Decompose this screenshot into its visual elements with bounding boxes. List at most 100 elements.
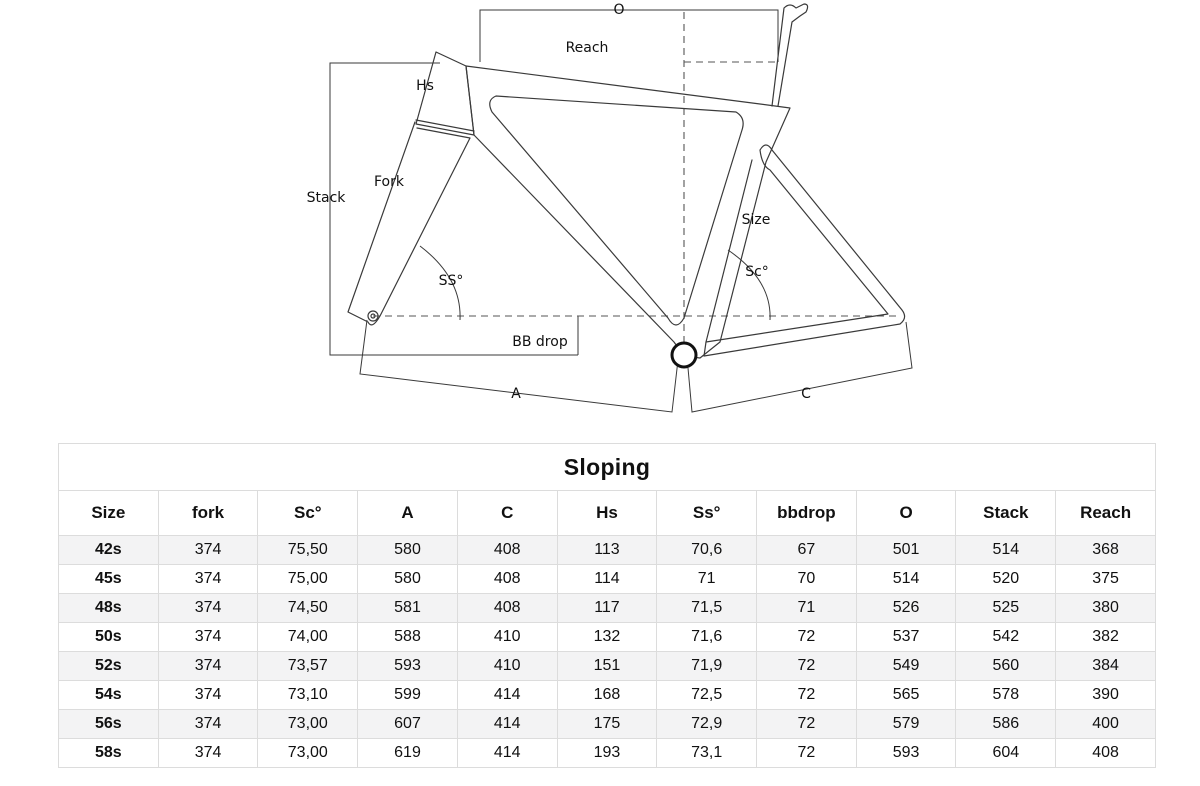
c-dimension-bracket [687,321,913,413]
table-cell: 73,00 [257,738,359,768]
table-cell: 599 [357,680,458,710]
table-cell: 408 [1055,738,1156,768]
table-cell: 579 [855,709,957,739]
main-frame-outline [465,65,791,359]
table-title: Sloping [58,443,1156,491]
table-cell: 408 [456,535,558,565]
table-cell: 73,1 [656,738,758,768]
table-cell: 549 [855,651,957,681]
ss-angle-label: SS° [439,273,464,289]
table-cell: 73,57 [257,651,359,681]
table-cell: 71 [656,564,758,594]
table-cell: 414 [456,738,558,768]
a-label: A [511,386,521,402]
front-triangle-inner [489,95,744,326]
table-cell: 414 [456,680,558,710]
table-cell: 74,00 [257,622,359,652]
table-cell: 74,50 [257,593,359,623]
table-cell: 408 [456,564,558,594]
table-cell: 514 [855,564,957,594]
table-cell: 175 [556,709,658,739]
seat-post-outline [771,3,809,107]
table-cell: 593 [855,738,957,768]
column-header: C [456,490,558,536]
table-cell: 70 [756,564,857,594]
table-cell: 542 [955,622,1057,652]
table-cell: 72 [756,651,857,681]
table-cell: 375 [1055,564,1156,594]
table-cell: 151 [556,651,658,681]
table-cell: 400 [1055,709,1156,739]
column-header: Reach [1055,490,1156,536]
column-header: O [855,490,957,536]
table-cell: 604 [955,738,1057,768]
table-cell: 71,9 [656,651,758,681]
table-cell: 374 [157,680,259,710]
table-cell: 72 [756,738,857,768]
column-header: Hs [556,490,658,536]
size-cell: 52s [58,651,159,681]
table-cell: 71 [756,593,857,623]
table-cell: 607 [357,709,458,739]
table-cell: 593 [357,651,458,681]
bottom-bracket [670,341,698,369]
table-cell: 408 [456,593,558,623]
stack-label: Stack [307,190,347,206]
table-cell: 374 [157,593,259,623]
size-cell: 58s [58,738,159,768]
stack-dimension-box [329,62,578,356]
table-cell: 71,6 [656,622,758,652]
table-cell: 374 [157,651,259,681]
front-axle [367,310,379,322]
table-cell: 368 [1055,535,1156,565]
table-cell: 588 [357,622,458,652]
table-cell: 117 [556,593,658,623]
table-cell: 520 [955,564,1057,594]
table-cell: 384 [1055,651,1156,681]
table-cell: 501 [855,535,957,565]
size-cell: 50s [58,622,159,652]
o-label: O [613,2,624,18]
size-label: Size [742,212,771,228]
table-cell: 72 [756,622,857,652]
table-cell: 586 [955,709,1057,739]
frame-geometry-diagram: O Reach Hs Stack Fork Size SS° Sc° BB dr… [307,2,913,413]
column-header: fork [157,490,259,536]
table-cell: 67 [756,535,857,565]
table-cell: 537 [855,622,957,652]
table-cell: 113 [556,535,658,565]
table-cell: 70,6 [656,535,758,565]
sc-angle-label: Sc° [745,264,769,280]
table-cell: 168 [556,680,658,710]
table-cell: 374 [157,709,259,739]
a-dimension-bracket [359,319,679,413]
table-cell: 581 [357,593,458,623]
table-cell: 526 [855,593,957,623]
o-reach-dimension-box [479,9,779,62]
table-cell: 565 [855,680,957,710]
table-cell: 72 [756,680,857,710]
fork-label: Fork [374,174,405,190]
column-header: Size [58,490,159,536]
column-header: bbdrop [756,490,857,536]
table-cell: 132 [556,622,658,652]
size-cell: 45s [58,564,159,594]
table-cell: 514 [955,535,1057,565]
column-header: Ss° [656,490,758,536]
table-cell: 382 [1055,622,1156,652]
table-cell: 75,50 [257,535,359,565]
table-cell: 580 [357,535,458,565]
size-cell: 48s [58,593,159,623]
table-cell: 193 [556,738,658,768]
table-cell: 578 [955,680,1057,710]
table-cell: 390 [1055,680,1156,710]
